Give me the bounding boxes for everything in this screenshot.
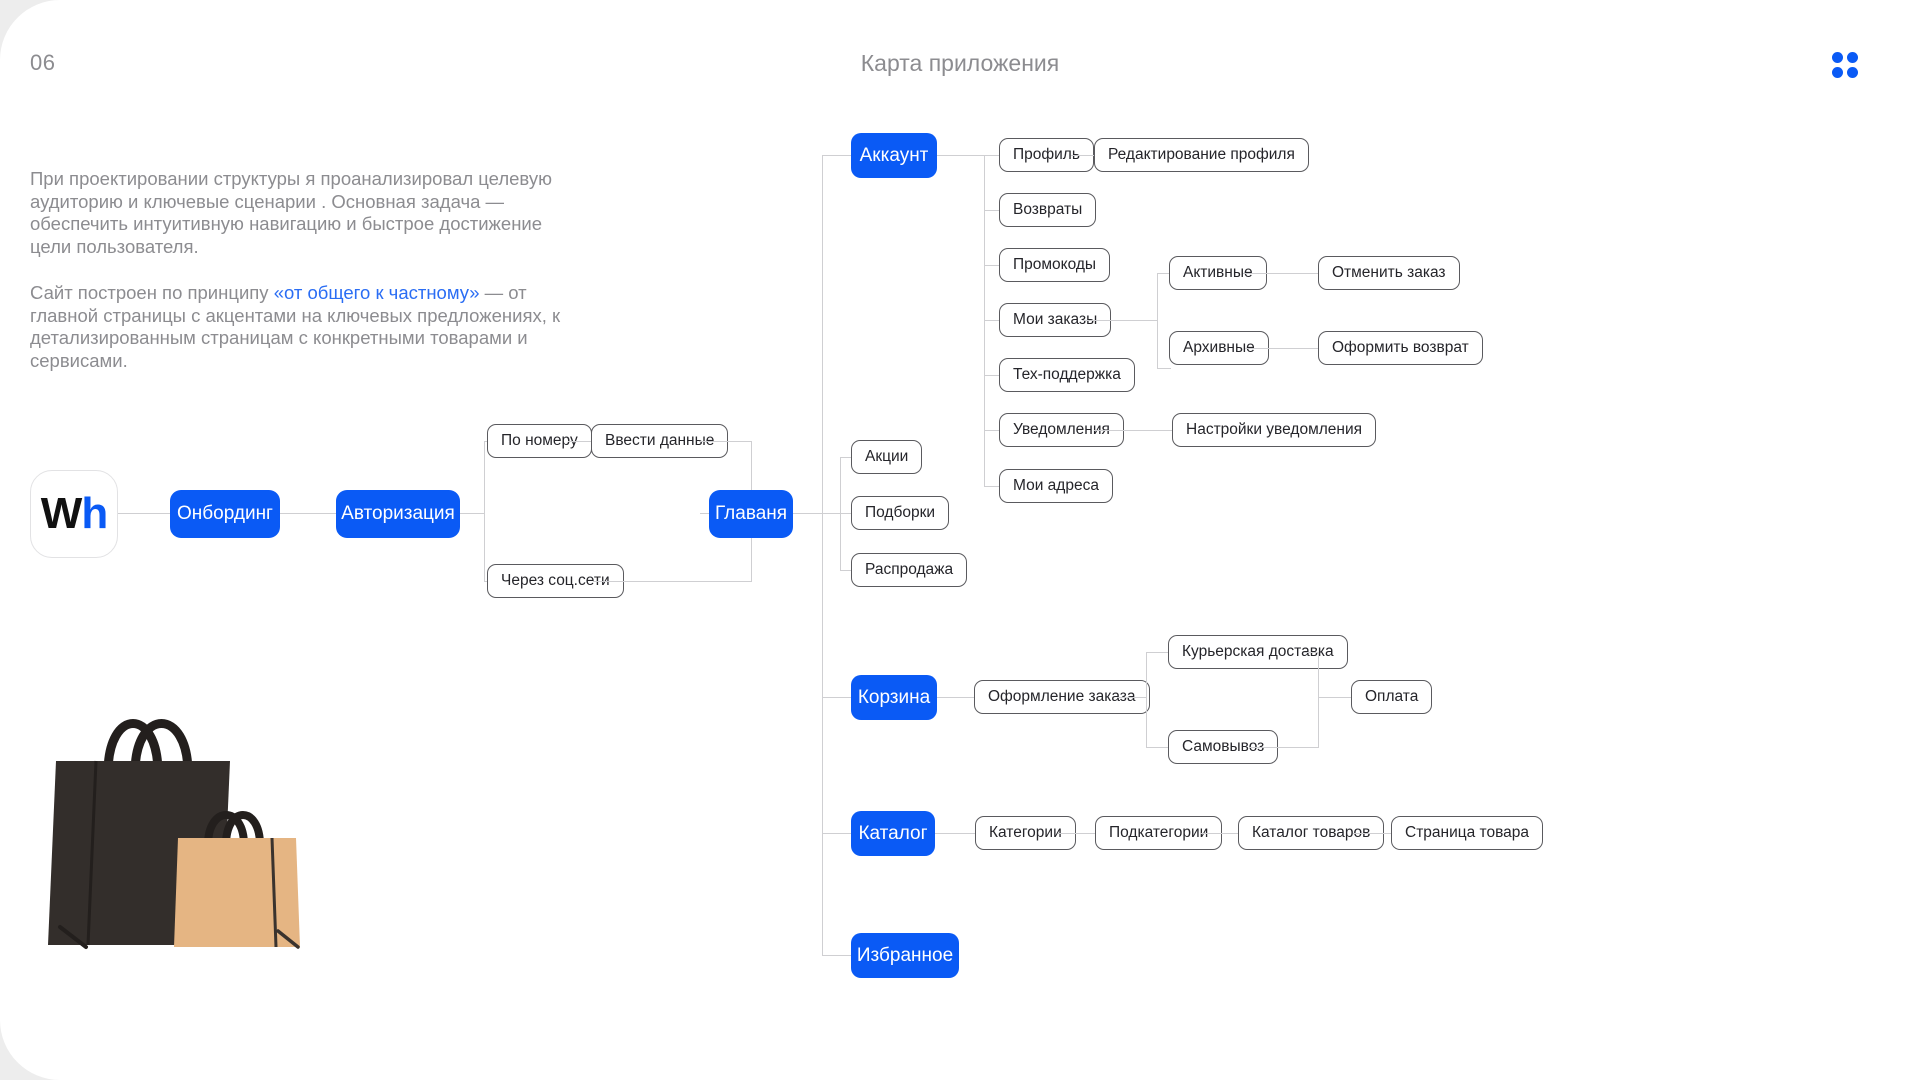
node-collections[interactable]: Подборки	[851, 496, 950, 530]
connector-to-collections	[840, 513, 852, 515]
connector-social-right	[593, 581, 752, 583]
node-catalog[interactable]: Каталог	[851, 811, 935, 856]
node-profile-edit[interactable]: Редактирование профиля	[1094, 138, 1309, 172]
description-paragraph-2: Сайт построен по принципу «от общего к ч…	[30, 282, 570, 372]
connector-cart-checkout	[937, 697, 975, 699]
connector-to-orders-active	[1157, 273, 1171, 275]
node-my-addresses[interactable]: Мои адреса	[999, 469, 1113, 503]
description-text-after: — от главной страницы с акцентами на клю…	[30, 282, 561, 371]
node-profile[interactable]: Профиль	[999, 138, 1094, 172]
connector-auth-trunk	[484, 441, 486, 581]
shopping-bags-illustration	[40, 655, 340, 975]
connector-trunk-catalog	[822, 833, 852, 835]
grid-dot	[1832, 52, 1843, 63]
connector-to-courier	[1146, 652, 1170, 654]
connector-authorization-split	[460, 513, 485, 515]
connector-logo-onboarding	[118, 513, 170, 515]
node-auth-enter-data[interactable]: Ввести данные	[591, 424, 729, 458]
delivery-split-trunk	[1146, 652, 1148, 747]
node-home[interactable]: Главаня	[709, 490, 793, 538]
connector-to-profile	[984, 155, 1000, 157]
logo-wordmark: Wh	[40, 489, 108, 539]
logo-part-1: W	[40, 489, 83, 538]
grid-dots-icon[interactable]	[1832, 52, 1858, 78]
connector-to-support	[984, 375, 1000, 377]
connector-enterdata-right	[699, 441, 752, 443]
connector-to-orders-archive	[1157, 368, 1171, 370]
connector-bynumber-enterdata	[568, 441, 592, 443]
orders-split-trunk	[1157, 273, 1159, 368]
connector-profile-edit	[1071, 155, 1094, 157]
node-promotions[interactable]: Акции	[851, 440, 923, 474]
connector-notifications-settings	[1094, 430, 1174, 432]
connector-to-notifications	[984, 430, 1000, 432]
node-account[interactable]: Аккаунт	[851, 133, 937, 178]
connector-merge-payment	[1318, 697, 1352, 699]
connector-to-my-orders	[984, 320, 1000, 322]
connector-onboarding-authorization	[280, 513, 336, 515]
connector-to-promocodes	[984, 265, 1000, 267]
description-text-before: Сайт построен по принципу	[30, 282, 274, 303]
main-section-trunk	[822, 155, 824, 955]
node-categories[interactable]: Категории	[975, 816, 1076, 850]
connector-to-promotions	[840, 457, 852, 459]
node-make-return[interactable]: Оформить возврат	[1318, 331, 1483, 365]
node-payment[interactable]: Оплата	[1351, 680, 1433, 714]
grid-dot	[1847, 52, 1858, 63]
connector-trunk-cart	[822, 697, 852, 699]
node-sale[interactable]: Распродажа	[851, 553, 968, 587]
node-courier-delivery[interactable]: Курьерская доставка	[1168, 635, 1348, 669]
connector-categories-subcategories	[1058, 833, 1096, 835]
node-promocodes[interactable]: Промокоды	[999, 248, 1111, 282]
node-cart[interactable]: Корзина	[851, 675, 937, 720]
connector-archive-return	[1245, 348, 1319, 350]
delivery-merge-trunk	[1318, 652, 1320, 748]
grid-dot	[1847, 67, 1858, 78]
connector-account-subtrunk	[937, 155, 985, 157]
node-product-page[interactable]: Страница товара	[1391, 816, 1544, 850]
description-paragraph-1: При проектировании структуры я проанализ…	[30, 168, 552, 257]
connector-to-sale	[840, 570, 852, 572]
connector-enterdata-down	[751, 441, 753, 513]
description-block: При проектировании структуры я проанализ…	[30, 168, 570, 372]
node-onboarding[interactable]: Онбординг	[170, 490, 280, 538]
connector-products-productpage	[1353, 833, 1392, 835]
node-support[interactable]: Тех-поддержка	[999, 358, 1135, 392]
description-accent-phrase: «от общего к частному»	[273, 282, 480, 303]
connector-orders-split	[1083, 320, 1158, 322]
grid-dot	[1832, 67, 1843, 78]
page-title: Карта приложения	[860, 50, 1060, 76]
connector-active-cancel	[1243, 273, 1319, 275]
connector-to-pickup	[1146, 747, 1170, 749]
connector-to-returns	[984, 210, 1000, 212]
connector-social-up	[751, 513, 753, 582]
page-number: 06	[30, 50, 56, 75]
connector-subcategories-products	[1200, 833, 1239, 835]
logo-part-2: h	[81, 489, 108, 538]
node-authorization[interactable]: Авторизация	[336, 490, 460, 538]
connector-checkout-delivery-split	[1117, 697, 1147, 699]
connector-trunk-account	[822, 155, 852, 157]
connector-to-my-addresses	[984, 486, 1000, 488]
node-returns[interactable]: Возвраты	[999, 193, 1097, 227]
connector-trunk-favorites	[822, 955, 852, 957]
connector-catalog-categories	[935, 833, 976, 835]
app-logo: Wh	[30, 470, 118, 558]
connector-pickup-merge	[1249, 747, 1319, 749]
shopping-bags-svg	[48, 719, 300, 949]
node-favorites[interactable]: Избранное	[851, 933, 959, 978]
node-notification-settings[interactable]: Настройки уведомления	[1172, 413, 1376, 447]
connector-courier-merge	[1304, 652, 1319, 654]
node-cancel-order[interactable]: Отменить заказ	[1318, 256, 1460, 290]
node-orders-active[interactable]: Активные	[1169, 256, 1267, 290]
